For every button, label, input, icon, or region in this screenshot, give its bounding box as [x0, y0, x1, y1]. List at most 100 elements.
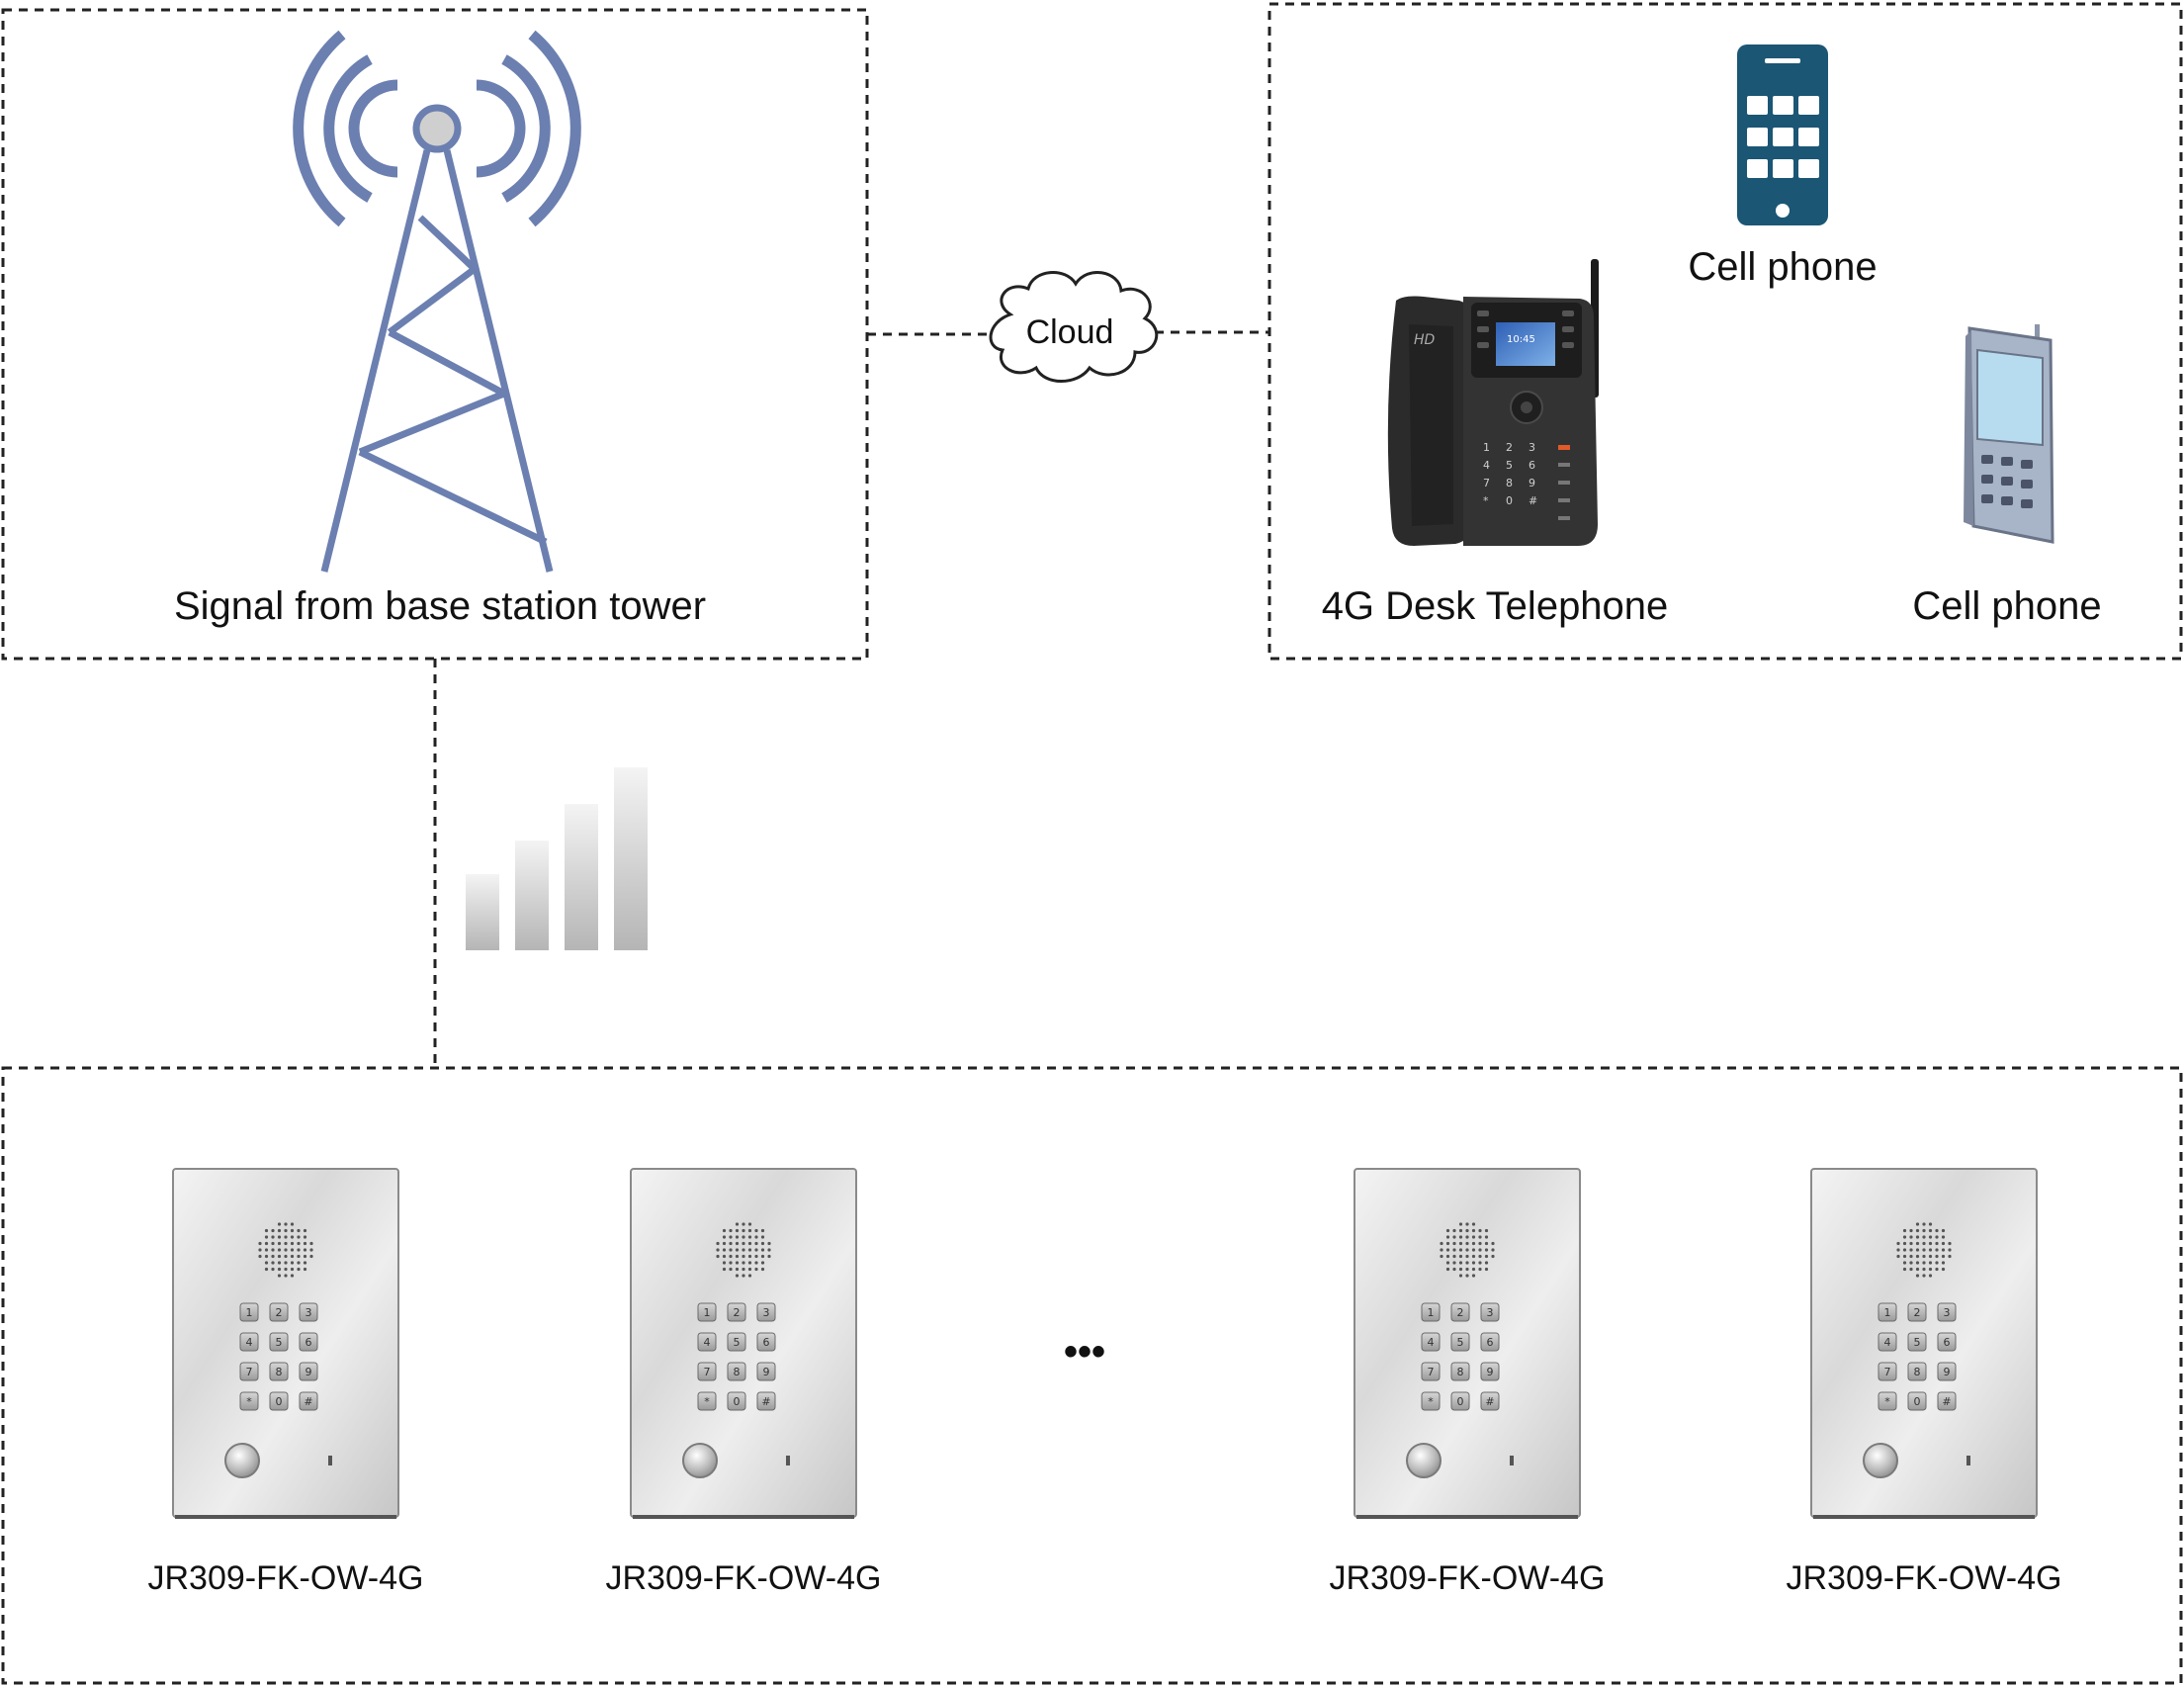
speaker-grille — [1896, 1222, 1952, 1278]
intercom-group-box — [1, 1066, 2183, 1685]
antenna-tower-icon — [293, 30, 581, 573]
keypad-key-label: * — [704, 1395, 710, 1408]
keypad-key-label: # — [1942, 1395, 1951, 1408]
keypad-key-label: 6 — [1944, 1336, 1951, 1349]
keypad-key-label: 6 — [1487, 1336, 1494, 1349]
call-button-icon — [1406, 1443, 1441, 1478]
svg-text:8: 8 — [1506, 477, 1513, 489]
keypad-key-label: 9 — [1944, 1366, 1951, 1378]
keypad-key-label: 7 — [1884, 1366, 1891, 1378]
keypad-key: * — [697, 1391, 717, 1411]
keypad-key-label: 9 — [1487, 1366, 1494, 1378]
keypad-key: 2 — [269, 1302, 289, 1322]
keypad-key-label: * — [246, 1395, 252, 1408]
keypad-key: 0 — [1450, 1391, 1470, 1411]
smartphone-label: Cell phone — [1688, 245, 1877, 289]
keypad-key: 1 — [1421, 1302, 1441, 1322]
keypad-key-label: 1 — [246, 1306, 253, 1319]
keypad-key-label: 7 — [704, 1366, 711, 1378]
signal-strength-icon — [466, 767, 648, 950]
keypad-key: 5 — [1907, 1332, 1927, 1352]
intercom-panel-icon: 1 2 3 4 5 6 7 8 9 * 0 # — [1810, 1168, 2038, 1519]
keypad-key: 4 — [697, 1332, 717, 1352]
keypad-key: 1 — [1878, 1302, 1897, 1322]
keypad-key-label: 8 — [1914, 1366, 1921, 1378]
svg-text:HD: HD — [1414, 332, 1436, 348]
keypad-key-label: 2 — [276, 1306, 283, 1319]
keypad-key: * — [1878, 1391, 1897, 1411]
keypad-key-label: 0 — [1457, 1395, 1464, 1408]
keypad-key: 2 — [1450, 1302, 1470, 1322]
keypad-key: # — [756, 1391, 776, 1411]
svg-text:4: 4 — [1483, 459, 1490, 472]
keypad-key: # — [1937, 1391, 1957, 1411]
keypad-key-label: 3 — [306, 1306, 312, 1319]
keypad-key-label: 0 — [1914, 1395, 1921, 1408]
keypad-key-label: 4 — [704, 1336, 711, 1349]
desk-phone-label: 4G Desk Telephone — [1322, 584, 1669, 628]
keypad-key: * — [1421, 1391, 1441, 1411]
keypad: 1 2 3 4 5 6 7 8 9 * 0 # — [1878, 1302, 1957, 1411]
microphone-icon — [328, 1456, 332, 1465]
keypad-key-label: 2 — [1914, 1306, 1921, 1319]
svg-text:6: 6 — [1529, 459, 1535, 472]
keypad-key-label: 7 — [1428, 1366, 1435, 1378]
keypad-key-label: 3 — [1487, 1306, 1494, 1319]
keypad-key: 0 — [1907, 1391, 1927, 1411]
keypad-key: # — [1480, 1391, 1500, 1411]
keypad-key-label: 5 — [1457, 1336, 1464, 1349]
keypad-key-label: 3 — [1944, 1306, 1951, 1319]
keypad-key: 9 — [1480, 1362, 1500, 1381]
keypad-key-label: 4 — [1884, 1336, 1891, 1349]
speaker-grille — [716, 1222, 771, 1278]
feature-phone-icon — [1964, 324, 2054, 544]
keypad-key-label: 8 — [1457, 1366, 1464, 1378]
keypad-key: 7 — [1421, 1362, 1441, 1381]
keypad-key-label: # — [761, 1395, 770, 1408]
keypad-key: 4 — [1421, 1332, 1441, 1352]
keypad-key-label: 0 — [734, 1395, 741, 1408]
microphone-icon — [1510, 1456, 1514, 1465]
keypad-key-label: # — [1485, 1395, 1494, 1408]
keypad-key: 9 — [1937, 1362, 1957, 1381]
keypad-key: 3 — [756, 1302, 776, 1322]
keypad-key: 5 — [269, 1332, 289, 1352]
keypad-key: 3 — [299, 1302, 318, 1322]
intercom-label: JR309-FK-OW-4G — [1787, 1559, 2062, 1597]
keypad-key: 1 — [239, 1302, 259, 1322]
keypad-key-label: # — [304, 1395, 312, 1408]
svg-text:*: * — [1483, 494, 1489, 507]
svg-text:1: 1 — [1483, 441, 1490, 454]
svg-text:7: 7 — [1483, 477, 1490, 489]
svg-text:0: 0 — [1506, 494, 1513, 507]
keypad-key-label: * — [1884, 1395, 1890, 1408]
microphone-icon — [1966, 1456, 1970, 1465]
keypad-key-label: 9 — [763, 1366, 770, 1378]
keypad: 1 2 3 4 5 6 7 8 9 * 0 # — [1421, 1302, 1500, 1411]
keypad-key-label: 8 — [276, 1366, 283, 1378]
keypad-key-label: 6 — [306, 1336, 312, 1349]
svg-text:9: 9 — [1529, 477, 1535, 489]
keypad-key: 7 — [1878, 1362, 1897, 1381]
keypad-key-label: 1 — [1428, 1306, 1435, 1319]
keypad-key: 5 — [727, 1332, 746, 1352]
intercom-label: JR309-FK-OW-4G — [1330, 1559, 1606, 1597]
intercom-label: JR309-FK-OW-4G — [148, 1559, 424, 1597]
intercom-panel-icon: 1 2 3 4 5 6 7 8 9 * 0 # — [1354, 1168, 1581, 1519]
feature-phone-label: Cell phone — [1912, 584, 2101, 628]
keypad-key-label: 3 — [763, 1306, 770, 1319]
microphone-icon — [786, 1456, 790, 1465]
keypad-key: 4 — [239, 1332, 259, 1352]
keypad-key: 4 — [1878, 1332, 1897, 1352]
keypad-key-label: 6 — [763, 1336, 770, 1349]
keypad-key: 5 — [1450, 1332, 1470, 1352]
keypad-key-label: * — [1428, 1395, 1434, 1408]
keypad-key-label: 8 — [734, 1366, 741, 1378]
keypad-key: 9 — [756, 1362, 776, 1381]
svg-text:2: 2 — [1506, 441, 1513, 454]
keypad-key-label: 1 — [704, 1306, 711, 1319]
